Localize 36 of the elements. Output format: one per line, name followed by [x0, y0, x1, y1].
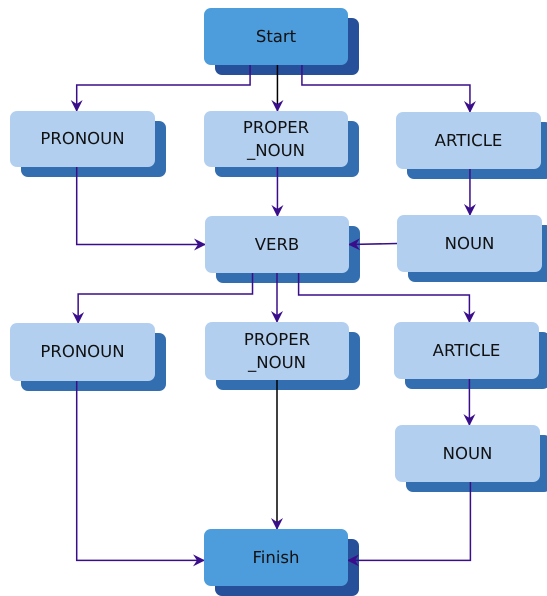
- arrow: [271, 273, 283, 323]
- arrow: [70, 65, 251, 112]
- terminal-box: [204, 529, 348, 586]
- node-label: Finish: [252, 546, 300, 569]
- arrow: [271, 65, 284, 112]
- arrow: [463, 379, 476, 426]
- process-box: [396, 112, 541, 169]
- node-label: PROPER _NOUN: [242, 328, 312, 374]
- node-label: VERB: [254, 234, 300, 256]
- node-label: PROPER _NOUN: [242, 116, 310, 162]
- node-label: Start: [256, 26, 296, 48]
- arrow: [271, 380, 283, 530]
- arrow: [301, 65, 476, 113]
- arrow: [76, 167, 206, 250]
- process-box: [204, 111, 348, 167]
- process-box: [395, 425, 540, 482]
- process-box: [205, 216, 349, 273]
- arrow: [298, 273, 476, 323]
- node-label: NOUN: [444, 232, 494, 255]
- process-box: [205, 322, 349, 380]
- arrow: [72, 273, 254, 324]
- process-box: [397, 215, 542, 272]
- arrow: [464, 169, 476, 216]
- node-label: PRONOUN: [40, 128, 125, 150]
- arrow: [347, 482, 472, 566]
- process-box: [10, 323, 155, 381]
- node-label: ARTICLE: [432, 340, 500, 362]
- node-label: NOUN: [442, 442, 492, 465]
- arrow: [76, 381, 205, 566]
- process-box: [394, 322, 539, 379]
- node-label: PRONOUN: [40, 341, 125, 364]
- process-box: [10, 111, 155, 167]
- node-label: ARTICLE: [434, 130, 502, 152]
- terminal-box: [204, 8, 348, 65]
- arrow: [271, 167, 284, 217]
- arrow: [348, 238, 398, 250]
